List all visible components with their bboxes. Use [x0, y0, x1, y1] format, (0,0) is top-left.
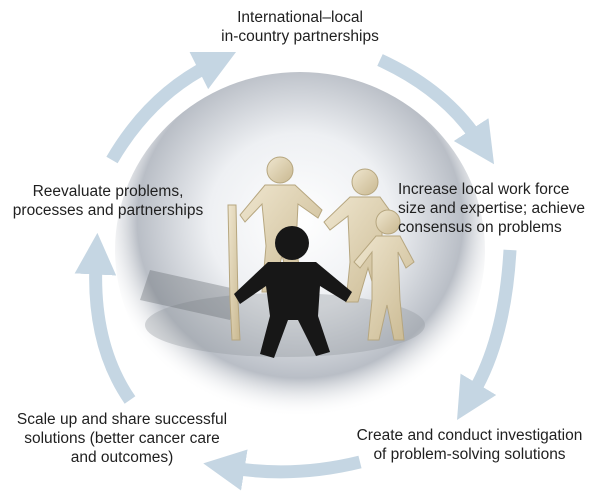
arrow-partnerships-to-workforce	[377, 54, 495, 165]
arrow-reevaluate-to-partnerships	[106, 51, 237, 164]
arrow-workforce-to-investigation	[457, 249, 517, 420]
cycle-arrows	[74, 51, 517, 491]
step-label-reevaluate: Reevaluate problems, processes and partn…	[12, 183, 204, 219]
step-label-scale-up: Scale up and share successful solutions …	[16, 411, 228, 466]
step-label-partnerships: International–local in-country partnersh…	[221, 9, 379, 45]
paper-people-circle-photo	[140, 156, 425, 358]
step-label-investigation: Create and conduct investigation of prob…	[356, 427, 583, 463]
step-label-workforce: Increase local work force size and exper…	[398, 181, 585, 236]
arrow-investigation-to-scaleup	[203, 449, 362, 491]
arrow-scaleup-to-reevaluate	[74, 232, 136, 404]
